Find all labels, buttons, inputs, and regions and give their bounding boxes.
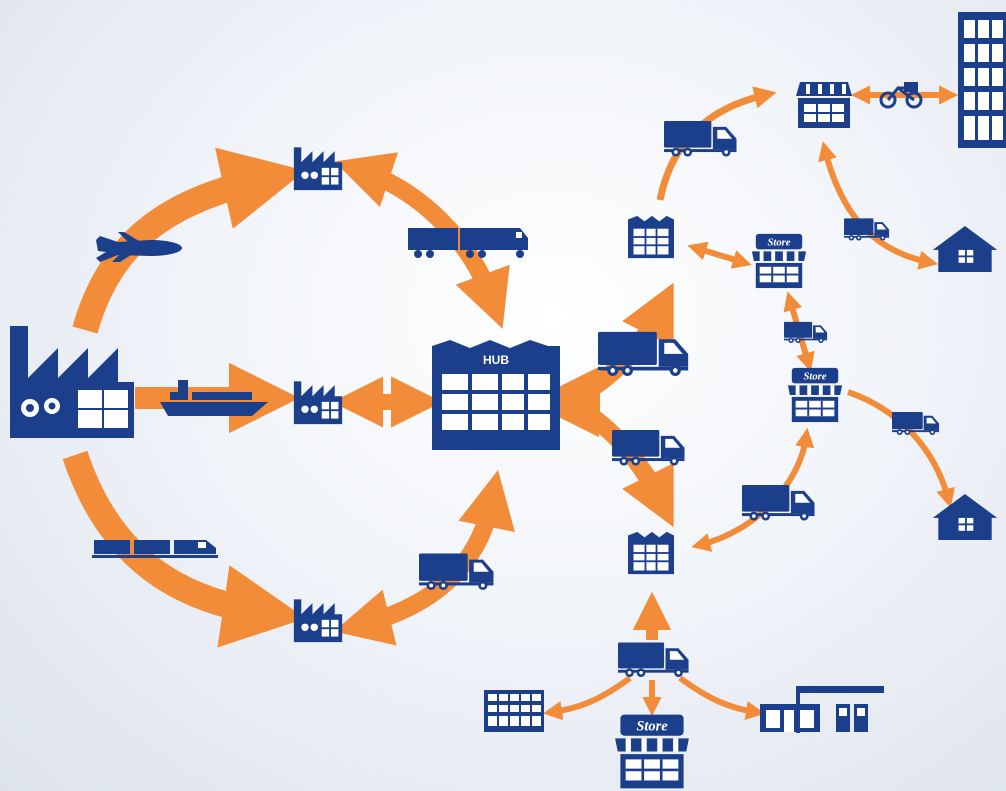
truck-icon: [844, 218, 890, 241]
store-icon: [787, 367, 843, 423]
shop-icon: [796, 82, 852, 128]
truck-icon: [892, 411, 940, 435]
factory-icon: [10, 326, 134, 438]
truck-icon: [742, 484, 815, 521]
truck-icon: [419, 553, 494, 590]
hub-label: HUB: [483, 353, 509, 367]
store-icon: [615, 714, 689, 789]
apartment-icon: [484, 690, 544, 732]
truck-icon: [598, 331, 689, 376]
factory-icon: [293, 381, 343, 425]
truck-icon: [664, 120, 737, 157]
truck-icon: [408, 228, 528, 258]
house-icon: [932, 494, 998, 540]
office-building-icon: [958, 12, 1006, 148]
truck-icon: [612, 429, 685, 466]
truck-icon: [784, 321, 828, 343]
airplane-icon: [96, 232, 182, 262]
warehouse-icon: [628, 531, 674, 575]
store-icon: [751, 233, 807, 289]
truck-icon: [618, 642, 689, 677]
train-icon: [92, 540, 218, 558]
bicycle-icon: [879, 82, 923, 109]
gas-station-icon: [760, 686, 884, 733]
house-icon: [932, 226, 998, 272]
factory-icon: [293, 147, 343, 191]
factory-icon: [293, 599, 343, 643]
hub-warehouse-icon: HUB: [432, 340, 560, 450]
ship-icon: [160, 380, 268, 416]
warehouse-icon: [628, 215, 674, 259]
